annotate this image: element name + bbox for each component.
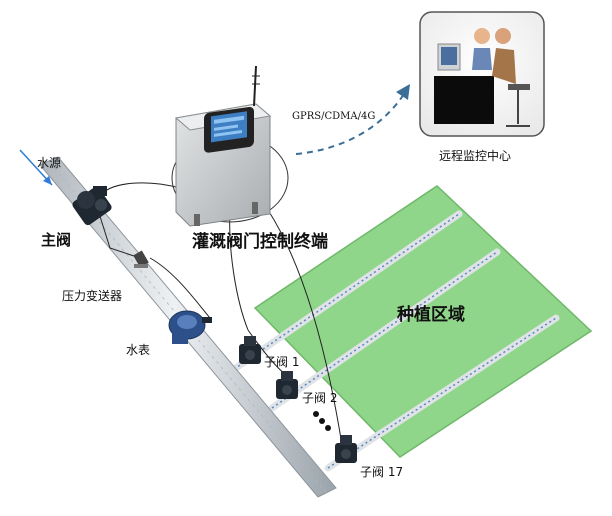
antenna-icon	[252, 65, 260, 107]
pressure-transmitter	[133, 250, 149, 268]
water-meter-label: 水表	[126, 343, 151, 357]
planting-area-label: 种植区域	[397, 305, 465, 325]
sub-valve-1	[239, 336, 261, 364]
sub-valve-1-label: 子阀 1	[264, 355, 300, 369]
pressure-transmitter-label: 压力变送器	[62, 289, 123, 303]
remote-center-card	[419, 11, 545, 137]
main-valve	[72, 186, 112, 226]
water-meter	[168, 310, 212, 344]
ellipsis-dots-icon	[313, 411, 331, 431]
remote-center-label: 远程监控中心	[439, 149, 512, 163]
sub-valve-17	[335, 435, 357, 463]
dashed-arrow-icon	[295, 84, 410, 155]
lateral-pipes	[226, 210, 560, 472]
controller-label: 灌溉阀门控制终端	[192, 232, 328, 252]
network-label: GPRS/CDMA/4G	[292, 111, 376, 122]
control-wires	[97, 182, 343, 446]
sub-valve-2-label: 子阀 2	[302, 391, 338, 405]
main-valve-label: 主阀	[41, 231, 72, 249]
water-arrow-icon	[19, 149, 53, 186]
sub-valve-17-label: 子阀 17	[360, 465, 404, 479]
water-source-label: 水源	[37, 156, 62, 170]
sub-valve-2	[276, 371, 298, 399]
controller-cabinet	[171, 103, 289, 227]
planting-field	[253, 185, 593, 458]
